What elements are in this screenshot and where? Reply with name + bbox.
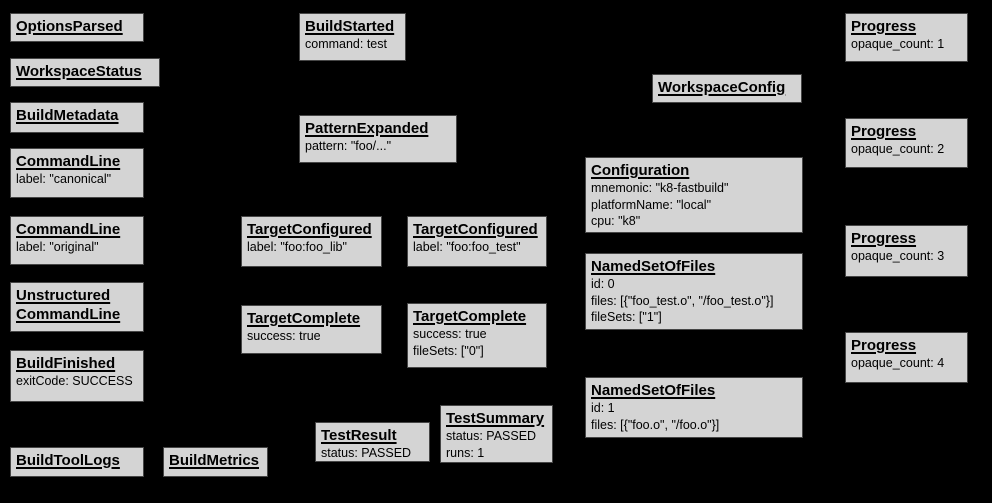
node-title: PatternExpanded <box>305 120 429 137</box>
node-body: opaque_count: 2 <box>851 142 945 156</box>
node-title: TargetComplete <box>247 310 361 327</box>
node-build-metrics: BuildMetrics <box>163 447 268 477</box>
node-configuration: Configuration mnemonic: "k8-fastbuild" pl… <box>585 157 803 233</box>
node-title: BuildStarted <box>305 18 395 35</box>
node-progress-3: Progress opaque_count: 3 <box>845 225 968 277</box>
node-named-set-of-files-1: NamedSetOfFiles id: 1 files: [{"foo.o", "… <box>585 377 803 438</box>
node-body: label: "foo:foo_lib" <box>247 240 347 254</box>
node-title: NamedSetOfFiles <box>591 258 716 275</box>
node-progress-2: Progress opaque_count: 2 <box>845 118 968 168</box>
node-workspace-status: WorkspaceStatus <box>10 58 160 87</box>
node-body: command: test <box>305 37 387 51</box>
node-title: BuildFinished <box>16 355 116 372</box>
node-command-line-canonical: CommandLine label: "canonical" <box>10 148 144 198</box>
node-body: pattern: "foo/..." <box>305 139 392 153</box>
node-body: success: true fileSets: ["0"] <box>413 327 487 358</box>
node-body: status: PASSED <box>321 446 412 460</box>
node-build-tool-logs: BuildToolLogs <box>10 447 144 477</box>
node-build-metadata: BuildMetadata <box>10 102 144 133</box>
node-build-started: BuildStarted command: test <box>299 13 406 61</box>
node-body: success: true <box>247 329 321 343</box>
node-body: label: "original" <box>16 240 99 254</box>
node-command-line-original: CommandLine label: "original" <box>10 216 144 265</box>
node-body: opaque_count: 4 <box>851 356 945 370</box>
node-title: Progress <box>851 337 917 354</box>
node-workspace-config: WorkspaceConfig <box>652 74 802 103</box>
node-title: Unstructured CommandLine <box>16 287 121 323</box>
node-title: Progress <box>851 123 917 140</box>
node-title: TestResult <box>321 427 397 444</box>
node-body: opaque_count: 3 <box>851 249 945 263</box>
node-title: NamedSetOfFiles <box>591 382 716 399</box>
node-body: id: 1 files: [{"foo.o", "/foo.o"}] <box>591 401 720 432</box>
node-progress-4: Progress opaque_count: 4 <box>845 332 968 383</box>
node-target-configured-foo-test: TargetConfigured label: "foo:foo_test" <box>407 216 547 267</box>
node-title: OptionsParsed <box>16 18 123 35</box>
node-progress-1: Progress opaque_count: 1 <box>845 13 968 62</box>
node-body: label: "foo:foo_test" <box>413 240 521 254</box>
node-build-finished: BuildFinished exitCode: SUCCESS <box>10 350 144 402</box>
node-target-configured-foo-lib: TargetConfigured label: "foo:foo_lib" <box>241 216 382 267</box>
node-target-complete-foo-test: TargetComplete success: true fileSets: ["… <box>407 303 547 368</box>
node-title: TargetConfigured <box>413 221 538 238</box>
node-title: Configuration <box>591 162 690 179</box>
node-body: opaque_count: 1 <box>851 37 945 51</box>
node-options-parsed: OptionsParsed <box>10 13 144 42</box>
node-body: exitCode: SUCCESS <box>16 374 133 388</box>
node-title: BuildToolLogs <box>16 452 120 469</box>
node-body: id: 0 files: [{"foo_test.o", "/foo_test.… <box>591 277 774 324</box>
node-title: TestSummary <box>446 410 545 427</box>
node-title: BuildMetrics <box>169 452 260 469</box>
node-body: mnemonic: "k8-fastbuild" platformName: "… <box>591 181 729 228</box>
node-target-complete-foo-lib: TargetComplete success: true <box>241 305 382 354</box>
node-title: CommandLine <box>16 153 121 170</box>
node-test-result: TestResult status: PASSED <box>315 422 430 462</box>
node-title: TargetConfigured <box>247 221 372 238</box>
node-named-set-of-files-0: NamedSetOfFiles id: 0 files: [{"foo_test.… <box>585 253 803 330</box>
node-title: BuildMetadata <box>16 107 119 124</box>
node-title: WorkspaceStatus <box>16 63 142 80</box>
node-title: Progress <box>851 18 917 35</box>
node-title: WorkspaceConfig <box>658 79 786 96</box>
node-pattern-expanded: PatternExpanded pattern: "foo/..." <box>299 115 457 163</box>
node-title: TargetComplete <box>413 308 527 325</box>
node-title: Progress <box>851 230 917 247</box>
node-title: CommandLine <box>16 221 121 238</box>
node-unstructured-command-line: Unstructured CommandLine <box>10 282 144 332</box>
node-test-summary: TestSummary status: PASSED runs: 1 <box>440 405 553 463</box>
node-body: status: PASSED runs: 1 <box>446 429 537 460</box>
node-body: label: "canonical" <box>16 172 112 186</box>
